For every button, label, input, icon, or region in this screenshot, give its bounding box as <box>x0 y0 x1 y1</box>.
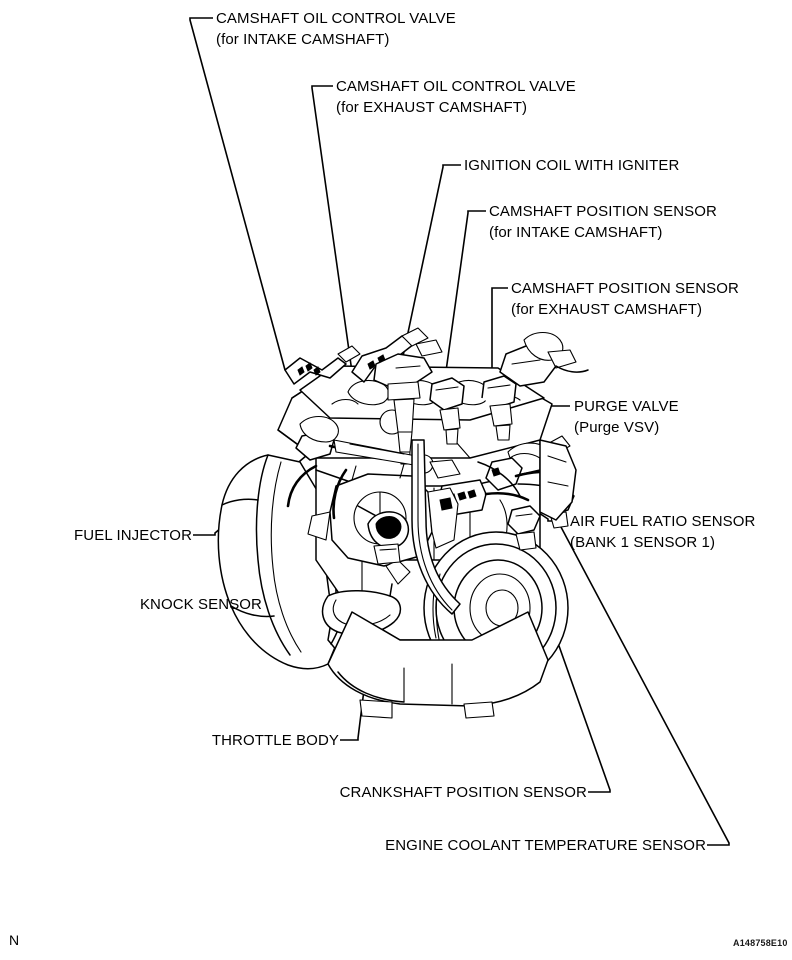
engine-illustration <box>217 327 589 719</box>
page-corner-mark: N <box>9 932 20 948</box>
leader-camshaft-position-sensor-intake <box>441 210 486 401</box>
callout-knock-sensor: KNOCK SENSOR <box>120 594 262 615</box>
callout-crankshaft-position-sensor: CRANKSHAFT POSITION SENSOR <box>336 782 587 803</box>
leader-crankshaft-position-sensor <box>517 529 611 793</box>
camshaft-position-sensor-intake-part <box>429 377 465 445</box>
callout-line-1: FUEL INJECTOR <box>74 527 192 544</box>
leader-ignition-coil-with-igniter <box>397 164 461 381</box>
callout-line-1: THROTTLE BODY <box>211 732 339 749</box>
callout-line-1: KNOCK SENSOR <box>139 596 262 613</box>
callout-line-2: (for INTAKE CAMSHAFT) <box>216 31 390 48</box>
leader-engine-coolant-temperature-sensor <box>552 511 730 846</box>
callout-engine-coolant-temperature-sensor: ENGINE COOLANT TEMPERATURE SENSOR <box>380 835 706 856</box>
figure-code: A148758E10 <box>733 938 788 948</box>
fuel-injector-part <box>295 415 461 479</box>
callout-camshaft-position-sensor-exhaust: CAMSHAFT POSITION SENSOR (for EXHAUST CA… <box>511 278 739 320</box>
callout-throttle-body: THROTTLE BODY <box>210 730 339 751</box>
oil-pan <box>327 611 549 719</box>
camshaft-position-sensor-exhaust-part <box>481 375 517 441</box>
callout-line-2: (for EXHAUST CAMSHAFT) <box>511 301 703 318</box>
callout-line-1: AIR FUEL RATIO SENSOR <box>570 513 756 530</box>
vacuum-hoses <box>286 461 521 520</box>
callout-line-1: CAMSHAFT OIL CONTROL VALVE <box>216 10 456 27</box>
callout-camshaft-oil-control-valve-intake: CAMSHAFT OIL CONTROL VALVE (for INTAKE C… <box>216 8 456 50</box>
coolant-hose <box>411 439 461 615</box>
callout-line-1: ENGINE COOLANT TEMPERATURE SENSOR <box>385 837 706 854</box>
callout-line-2: (BANK 1 SENSOR 1) <box>570 534 716 551</box>
callout-line-2: (for INTAKE CAMSHAFT) <box>489 224 663 241</box>
callout-line-1: CAMSHAFT POSITION SENSOR <box>511 280 739 297</box>
callout-line-2: (Purge VSV) <box>574 419 660 436</box>
callout-ignition-coil-with-igniter: IGNITION COIL WITH IGNITER <box>464 155 679 176</box>
ignition-coil-with-igniter-part <box>373 353 433 465</box>
accessory-bracket <box>539 439 577 521</box>
callout-line-1: CRANKSHAFT POSITION SENSOR <box>339 784 587 801</box>
callout-purge-valve: PURGE VALVE (Purge VSV) <box>574 396 679 438</box>
leader-camshaft-oil-control-valve-exhaust <box>311 85 353 373</box>
callout-air-fuel-ratio-sensor: AIR FUEL RATIO SENSOR (BANK 1 SENSOR 1) <box>570 511 755 553</box>
callout-camshaft-position-sensor-intake: CAMSHAFT POSITION SENSOR (for INTAKE CAM… <box>489 201 717 243</box>
leader-camshaft-position-sensor-exhaust <box>491 287 508 398</box>
camshaft-oil-control-valve-intake-part <box>284 345 361 385</box>
purge-valve-part <box>499 331 589 387</box>
crankshaft-position-sensor-part <box>507 505 541 551</box>
callout-line-1: CAMSHAFT OIL CONTROL VALVE <box>336 78 576 95</box>
intake-hose <box>321 559 411 636</box>
callout-line-1: CAMSHAFT POSITION SENSOR <box>489 203 717 220</box>
leader-camshaft-oil-control-valve-intake <box>189 17 286 371</box>
callout-fuel-injector: FUEL INJECTOR <box>68 525 192 546</box>
callout-line-2: (for EXHAUST CAMSHAFT) <box>336 99 528 116</box>
knock-sensor-part <box>367 511 410 565</box>
callout-line-1: PURGE VALVE <box>574 398 679 415</box>
callout-camshaft-oil-control-valve-exhaust: CAMSHAFT OIL CONTROL VALVE (for EXHAUST … <box>336 76 576 118</box>
callout-line-1: IGNITION COIL WITH IGNITER <box>464 157 680 174</box>
